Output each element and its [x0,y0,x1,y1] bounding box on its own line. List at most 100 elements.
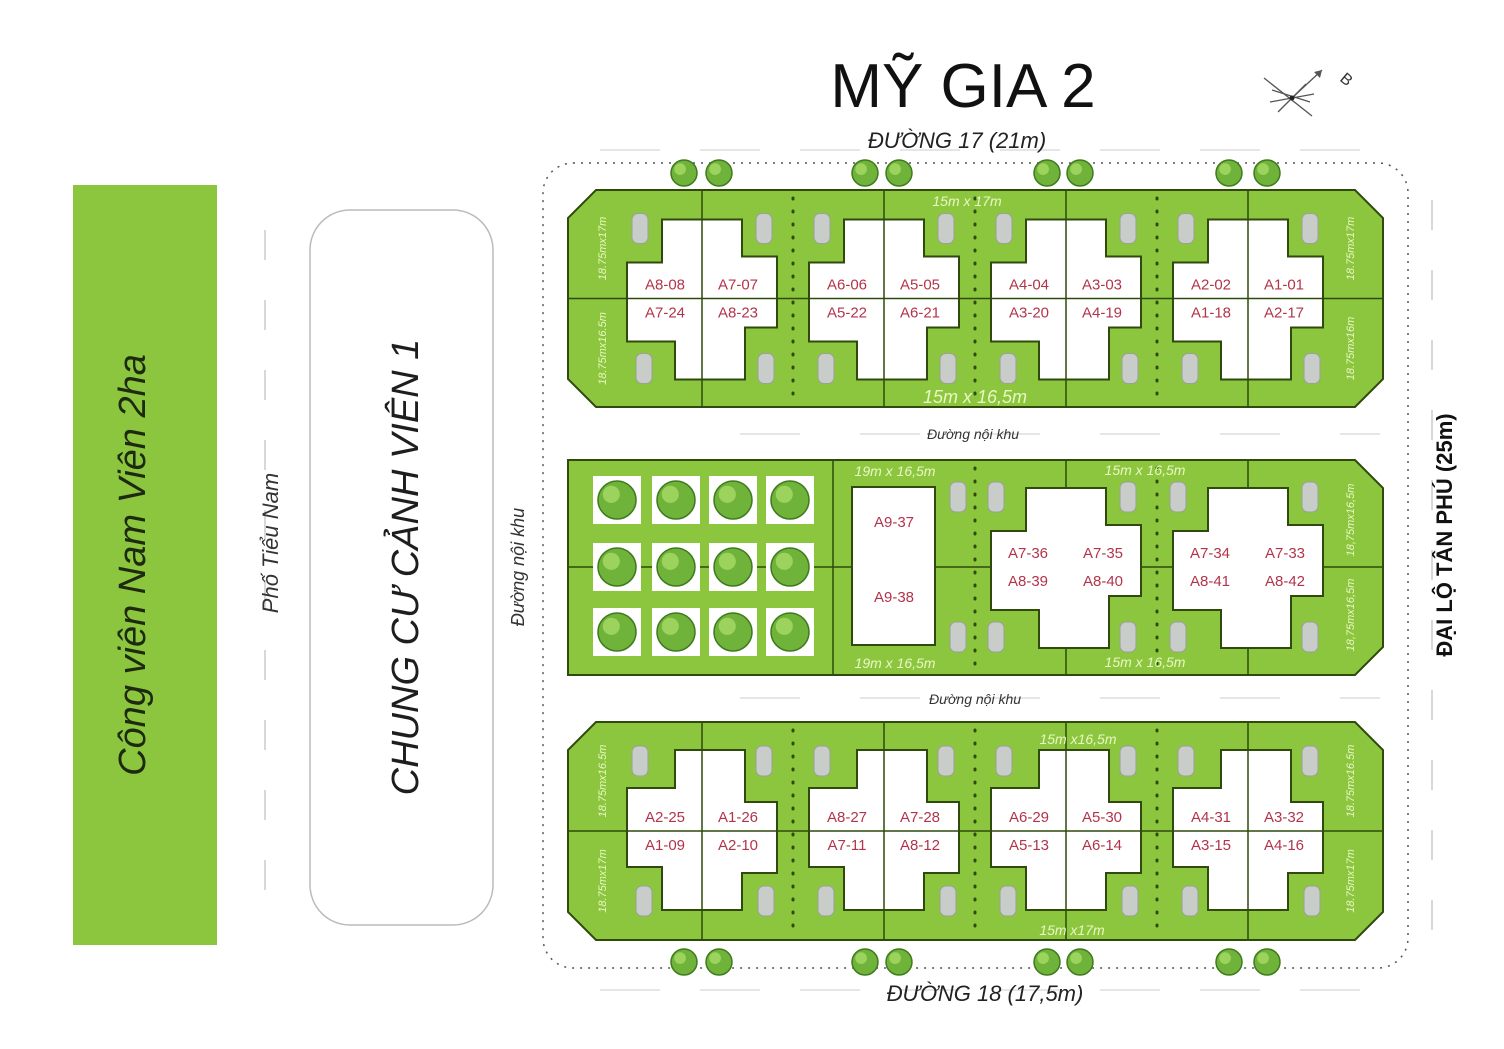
compass-center [1289,95,1295,101]
side-dimension-label: 18.75mx16.5m [1345,745,1357,818]
lot-label: A6-06 [827,277,867,294]
parking-car-icon [1121,353,1139,384]
lot-label: A8-12 [900,837,940,854]
tree-highlight [855,952,867,964]
parking-car-icon [631,745,649,777]
side-dimension-label: 18.75mx17m [597,849,609,913]
lot-label: A4-31 [1191,809,1231,826]
parking-car-icon [987,481,1005,513]
parking-car-icon [755,745,773,777]
parking-car-icon [813,745,831,777]
tree-icon [1033,948,1061,976]
road-label-east: ĐẠI LỘ TÂN PHÚ (25m) [1432,413,1457,656]
apartment-building [309,209,494,926]
lot-label: A8-23 [718,305,758,322]
dimension-label: 15m x 16,5m [1105,654,1186,670]
tree-highlight [889,952,901,964]
tree-icon [851,159,879,187]
lot-label: A5-13 [1009,837,1049,854]
parking-car-icon [1119,621,1137,653]
tree-highlight [602,485,620,503]
tree-highlight [674,952,686,964]
park-tree-icon [597,547,637,587]
lot-a9 [851,486,936,646]
parking-car-icon [817,353,835,384]
dimension-label: 15m x17m [1039,922,1105,938]
park-tree-icon [713,612,753,652]
lot-label: A9-38 [874,589,914,606]
tree-highlight [674,163,686,175]
lot-label: A8-27 [827,809,867,826]
compass-arrow [1314,70,1322,78]
tree-highlight [709,163,721,175]
tree-highlight [1070,163,1082,175]
road-boundary [542,162,1409,969]
parking-car-icon [1119,745,1137,777]
lot-label: A2-02 [1191,277,1231,294]
parking-car-icon [635,353,653,384]
lot-label: A5-30 [1082,809,1122,826]
lot-label: A7-11 [828,837,867,854]
park-label: Công viên Nam Viên 2ha [112,354,154,776]
parking-car-icon [1301,621,1319,653]
parking-car-icon [817,885,835,917]
road-label-north: ĐƯỜNG 17 (21m) [868,128,1046,153]
lot-label: A1-18 [1191,305,1231,322]
parking-car-icon [937,745,955,777]
parking-car-icon [755,213,773,244]
lot-label: A3-15 [1191,837,1231,854]
parking-car-icon [949,481,967,513]
tree-highlight [1257,163,1269,175]
parking-car-icon [939,353,957,384]
tree-highlight [775,552,793,570]
park-tree-icon [713,547,753,587]
lot-label: A1-09 [645,837,685,854]
house-pair [990,487,1142,649]
internal-road-label-1: Đường nội khu [927,426,1019,442]
tree-highlight [661,552,679,570]
lot-label: A6-14 [1082,837,1122,854]
tree-icon [1066,948,1094,976]
lot-label: A7-36 [1008,545,1048,562]
parking-car-icon [999,885,1017,917]
dimension-label: 15m x 16,5m [923,387,1027,407]
tree-icon [885,159,913,187]
park-tree-icon [656,547,696,587]
tree-highlight [1037,163,1049,175]
lot-label: A2-10 [718,837,758,854]
tree-icon [1253,159,1281,187]
tree-icon [1033,159,1061,187]
parking-car-icon [1181,353,1199,384]
parking-car-icon [1301,481,1319,513]
lot-label: A3-32 [1264,809,1304,826]
apartment-label: CHUNG CƯ CẢNH VIÊN 1 [382,339,427,796]
parking-car-icon [1301,213,1319,244]
lot-label: A4-04 [1009,277,1049,294]
tree-icon [670,159,698,187]
tree-highlight [661,485,679,503]
lot-label: A3-20 [1009,305,1049,322]
parking-car-icon [1121,885,1139,917]
parking-car-icon [1169,481,1187,513]
tree-highlight [718,617,736,635]
tree-icon [705,159,733,187]
lot-label: A2-25 [645,809,685,826]
dimension-label: 15m x 16,5m [1105,462,1186,478]
parking-car-icon [757,885,775,917]
parking-car-icon [987,621,1005,653]
tree-highlight [1257,952,1269,964]
parking-car-icon [995,213,1013,244]
park-tree-icon [597,480,637,520]
tree-icon [1253,948,1281,976]
parking-car-icon [999,353,1017,384]
lot-label: A8-41 [1190,573,1230,590]
parking-car-icon [1169,621,1187,653]
lot-label: A1-01 [1264,277,1304,294]
lot-label: A5-22 [827,305,867,322]
parking-car-icon [757,353,775,384]
tree-highlight [775,617,793,635]
side-dimension-label: 18.75mx17m [1345,849,1357,913]
lot-label: A3-03 [1082,277,1122,294]
parking-car-icon [631,213,649,244]
